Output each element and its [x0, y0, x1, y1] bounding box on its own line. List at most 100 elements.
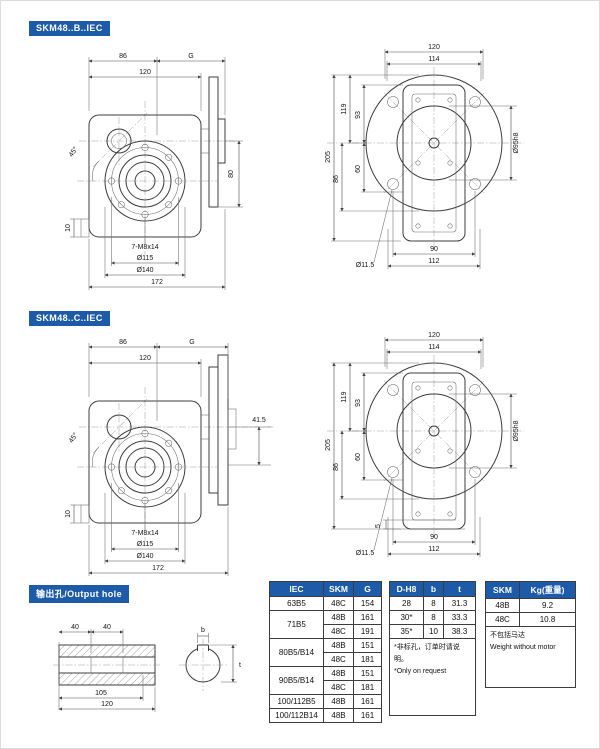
dim-label-b: b — [201, 627, 205, 634]
cell-t: 31.3 — [443, 596, 476, 611]
table-row: 63B5 48C 154 — [269, 596, 382, 611]
dim-label-120: 120 — [101, 701, 113, 708]
gear-housing — [80, 114, 202, 238]
dim-label-60: 60 — [355, 165, 362, 173]
dim-label-45deg: 45° — [67, 431, 80, 444]
dim-label-d11-5: Ø11.5 — [356, 262, 375, 269]
dim-label-205: 205 — [325, 151, 332, 163]
dim-label-120: 120 — [428, 44, 440, 51]
dim-label-80: 80 — [228, 170, 235, 178]
dim-label-10: 10 — [65, 510, 72, 518]
centerlines — [77, 101, 235, 255]
cell-iec: 63B5 — [269, 596, 324, 611]
bore-note-cn: *非标孔，订单时请说明。 — [394, 644, 460, 663]
table-row: 30* 8 33.3 — [389, 610, 476, 625]
gear-housing — [80, 400, 202, 524]
dim-label-86: 86 — [333, 175, 340, 183]
dim-label-172: 172 — [152, 565, 164, 572]
dim-label-86: 86 — [119, 339, 127, 346]
input-bore — [106, 414, 132, 440]
dim-label-205: 205 — [325, 439, 332, 451]
input-shaft-flange — [201, 354, 237, 506]
dim-label-90: 90 — [430, 246, 438, 253]
keyway-end-view — [179, 639, 227, 691]
dim-label-172: 172 — [151, 279, 163, 286]
dim-label-d11-5: Ø11.5 — [356, 550, 375, 557]
g-header: G — [353, 581, 382, 597]
weight-note-cell: 不包括马达 Weight without motor — [485, 626, 576, 688]
dim-label-93: 93 — [355, 399, 362, 407]
cell-skm: 48C — [323, 624, 354, 639]
dim-label-114: 114 — [428, 344, 439, 351]
cell-skm: 48B — [485, 598, 520, 613]
table-row: 90B5/B14 48B 151 — [269, 666, 382, 695]
cell-skm: 48B — [323, 610, 354, 625]
cell-g: 151 — [353, 666, 382, 681]
t-header: t — [443, 581, 476, 597]
dim-label-10: 10 — [65, 224, 72, 232]
cell-d: 35* — [389, 624, 424, 639]
dimension-lines — [331, 49, 517, 269]
table-row: 71B5 48B 161 — [269, 610, 382, 639]
cell-iec: 100/112B5 — [269, 694, 324, 709]
dim-label-112: 112 — [428, 258, 439, 265]
dim-label-119: 119 — [341, 391, 348, 402]
cell-iec: 71B5 — [269, 610, 324, 639]
dimension-lines — [331, 337, 517, 557]
d-header: D-H8 — [389, 581, 424, 597]
cell-g: 161 — [353, 708, 382, 723]
cell-kg: 10.8 — [519, 612, 576, 627]
table-row: 80B5/B14 48B 151 — [269, 638, 382, 667]
dim-label-105: 105 — [95, 690, 107, 697]
iec-header: IEC — [269, 581, 324, 597]
dim-label-holes: 7-M8x14 — [131, 244, 158, 251]
kg-header: Kg(重量) — [519, 581, 576, 599]
dim-label-g: G — [189, 339, 194, 346]
dim-label-holes: 7-M8x14 — [131, 530, 158, 537]
dimension-lines — [70, 343, 271, 576]
cell-t: 33.3 — [443, 610, 476, 625]
cell-skm: 48C — [323, 680, 354, 695]
dim-label-g: G — [188, 53, 193, 60]
dim-label-90: 90 — [430, 534, 438, 541]
dim-label-t: t — [239, 662, 241, 669]
table-note-row: *非标孔，订单时请说明。 *Only on request — [389, 638, 476, 716]
centerlines — [327, 355, 524, 539]
cell-skm: 48B — [323, 708, 354, 723]
skm-header: SKM — [485, 581, 520, 599]
cell-skm: 48C — [323, 652, 354, 667]
table-row: 100/112B5 48B 161 — [269, 694, 382, 709]
dim-label-d140: Ø140 — [136, 267, 153, 274]
cell-d: 28 — [389, 596, 424, 611]
centerlines — [327, 67, 524, 251]
table-row: 100/112B14 48B 161 — [269, 708, 382, 723]
table-iec-flange: IEC SKM G 63B5 48C 154 71B5 48B 161 48C … — [269, 581, 382, 723]
skm-header: SKM — [323, 581, 354, 597]
cell-b: 10 — [423, 624, 444, 639]
cell-iec: 90B5/B14 — [269, 666, 324, 695]
dim-label-5: 5 — [375, 524, 382, 528]
dim-label-120: 120 — [428, 332, 440, 339]
cell-skm: 48B — [323, 666, 354, 681]
input-bore — [106, 128, 132, 154]
table-row: 28 8 31.3 — [389, 596, 476, 611]
drawing-b-side: 120 114 205 119 93 86 60 Ø95h8 Ø11.5 90 … — [325, 44, 524, 269]
table-weight: SKM Kg(重量) 48B 9.2 48C 10.8 不包括马达 Weight… — [485, 581, 576, 688]
output-hub — [104, 426, 186, 508]
section-label-b: SKM48..B..IEC — [29, 21, 110, 36]
weight-note-cn: 不包括马达 — [490, 632, 525, 639]
b-header: b — [423, 581, 444, 597]
centerlines — [77, 387, 274, 541]
dim-label-93: 93 — [355, 111, 362, 119]
drawing-c-front: 86 G 120 41.5 45° 10 7-M8x14 Ø115 Ø140 1… — [65, 339, 274, 576]
cell-d: 30* — [389, 610, 424, 625]
dim-label-86: 86 — [333, 463, 340, 471]
cell-skm: 48B — [323, 638, 354, 653]
dim-label-41-5: 41.5 — [252, 417, 266, 424]
cell-b: 8 — [423, 610, 444, 625]
table-row: 48C 181 — [270, 680, 382, 695]
weight-note-en: Weight without motor — [490, 643, 556, 651]
drawing-output-hole: 40 40 105 120 b t — [53, 624, 241, 712]
iec-flange — [201, 76, 226, 208]
